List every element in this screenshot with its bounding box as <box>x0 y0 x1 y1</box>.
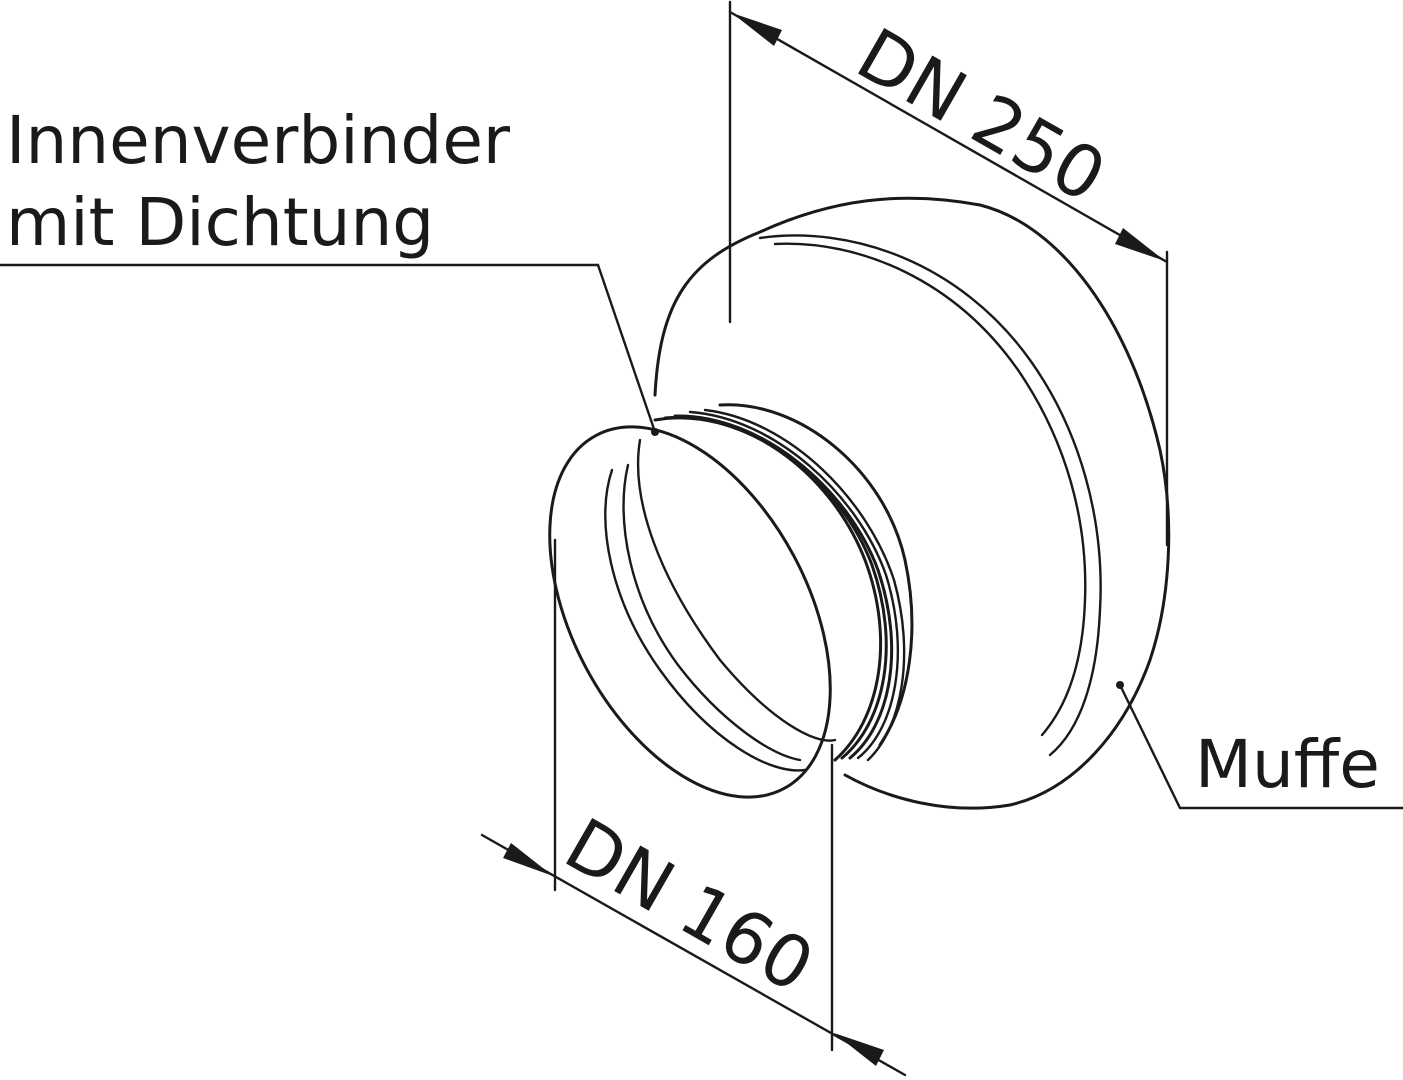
dim-small-label: DN 160 <box>552 802 828 1009</box>
dim-large-line <box>728 10 1169 264</box>
leader-lines <box>0 263 1403 810</box>
gasket-ring-3 <box>673 414 894 760</box>
dim-large-arrow-right <box>1115 228 1165 261</box>
inner-connector <box>548 403 914 799</box>
sleeve-leader-line <box>1118 683 1403 810</box>
connector-inner-edge <box>604 468 807 772</box>
connector-leader-line <box>0 263 657 434</box>
dim-large-arrow-left <box>732 13 782 46</box>
dim-small-arrow-right <box>834 1033 884 1066</box>
connector-front-ellipse <box>548 425 832 799</box>
connector-inner-edge-2 <box>622 463 802 762</box>
connector-back-edge <box>636 438 837 742</box>
sleeve-rim-line-2 <box>773 242 1087 737</box>
dim-small-line <box>480 833 907 1077</box>
gasket-ring-2 <box>663 415 888 760</box>
dim-large-label: DN 250 <box>844 12 1120 219</box>
connector-label-line1: Innenverbinder <box>6 102 511 179</box>
sleeve-body <box>653 196 1171 810</box>
sleeve-rim-line <box>758 234 1102 757</box>
sleeve-label: Muffe <box>1195 726 1380 803</box>
gasket-ring-4 <box>688 410 900 760</box>
sleeve-outline <box>653 196 1171 810</box>
dim-small-arrow-left <box>503 843 553 876</box>
connector-label-line2: mit Dichtung <box>6 184 434 261</box>
labels: Innenverbinder mit Dichtung Muffe <box>6 102 1380 803</box>
connector-shoulder <box>718 403 914 747</box>
